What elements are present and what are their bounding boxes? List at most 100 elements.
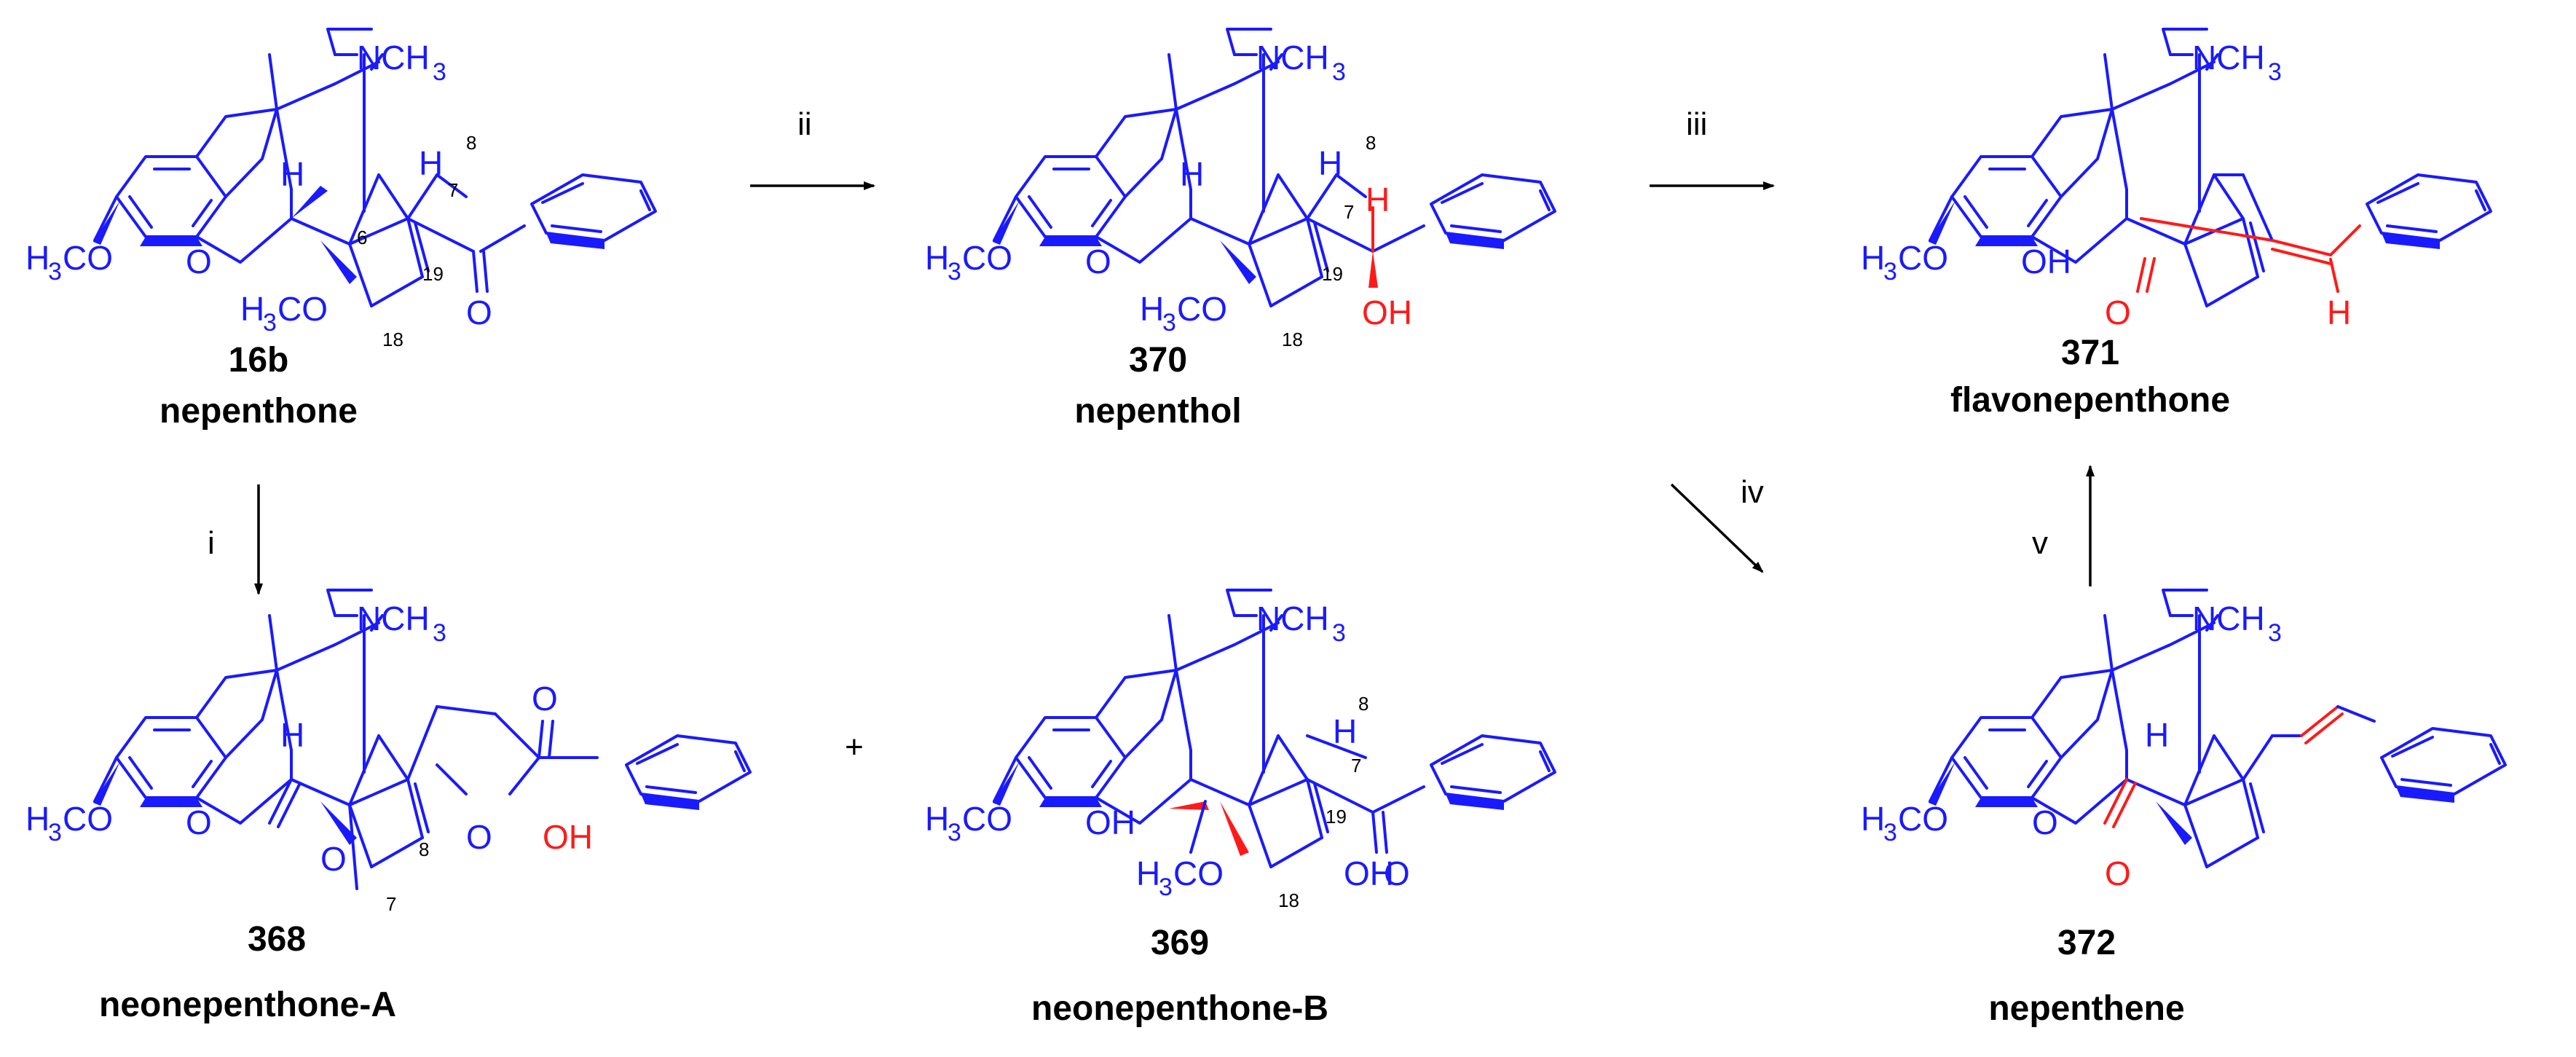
- svg-text:CO: CO: [63, 800, 113, 838]
- ring-o-368: O: [466, 818, 492, 856]
- svg-text:NCH: NCH: [1256, 600, 1329, 637]
- arrow-iv: [1670, 483, 1764, 573]
- svg-text:H: H: [240, 290, 264, 328]
- svg-text:H: H: [925, 800, 949, 838]
- atom-number-7: 7: [448, 179, 458, 201]
- h-atom-372: H: [2145, 716, 2169, 754]
- compound-id-371: 371: [2061, 334, 2119, 372]
- reagent-label-ii: ii: [797, 106, 812, 142]
- svg-text:NCH: NCH: [2192, 600, 2265, 637]
- atom-number-8: 8: [466, 132, 476, 154]
- atom-number-6: 6: [357, 227, 367, 248]
- compound-369: [991, 589, 1556, 868]
- svg-text:3: 3: [1159, 873, 1173, 901]
- svg-text:3: 3: [263, 309, 277, 337]
- ketone-o-368-benzoyl: O: [532, 680, 558, 718]
- svg-text:3: 3: [2268, 619, 2282, 647]
- compound-id-368: 368: [248, 920, 306, 959]
- atom-number-8-369: 8: [1358, 693, 1368, 715]
- svg-text:3: 3: [1883, 258, 1897, 286]
- ketone-o-369: O: [1384, 854, 1410, 892]
- h-atom-16b: H: [280, 155, 304, 193]
- compound-name-368: neonepenthone-A: [99, 986, 396, 1024]
- svg-text:H: H: [25, 800, 50, 838]
- compound-name-370: nepenthol: [1074, 392, 1241, 431]
- atom-number-19: 19: [422, 263, 444, 285]
- compound-id-16b: 16b: [229, 341, 289, 380]
- enone-o-372: O: [2105, 854, 2131, 892]
- atom-number-18: 18: [382, 329, 403, 350]
- atom-number-7-368: 7: [386, 893, 396, 915]
- svg-text:3: 3: [433, 619, 446, 647]
- reagent-label-i: i: [208, 525, 215, 561]
- hydroxyl-oh-369: OH: [1344, 854, 1394, 892]
- ring-oxygen-368: O: [186, 803, 212, 841]
- svg-text:H: H: [25, 239, 50, 277]
- hemiketal-oh-368: OH: [543, 818, 593, 856]
- plus-sign: +: [845, 729, 864, 765]
- reagent-label-iii: iii: [1686, 106, 1707, 142]
- enone-o-371: O: [2105, 294, 2131, 331]
- svg-text:CO: CO: [1177, 290, 1227, 328]
- compound-370: [991, 28, 1556, 307]
- svg-text:3: 3: [948, 819, 961, 846]
- compound-372: [1927, 589, 2507, 868]
- svg-text:CO: CO: [1173, 854, 1224, 892]
- h-atom-16b-c7: H: [419, 144, 443, 182]
- svg-text:NCH: NCH: [357, 39, 430, 76]
- svg-text:CO: CO: [962, 239, 1012, 277]
- svg-text:H: H: [1861, 239, 1885, 277]
- h-atom-370: H: [1180, 155, 1204, 193]
- svg-text:NCH: NCH: [357, 600, 430, 637]
- phenol-oh-371: OH: [2021, 243, 2071, 280]
- svg-text:3: 3: [1883, 819, 1897, 846]
- svg-text:3: 3: [1332, 619, 1346, 647]
- compound-371: [1927, 28, 2492, 307]
- atom-number-7-370: 7: [1344, 201, 1354, 223]
- carbinol-h-370: H: [1366, 181, 1390, 219]
- ring-oxygen-370: O: [1085, 243, 1111, 280]
- reagent-label-v: v: [2032, 525, 2048, 561]
- svg-text:3: 3: [48, 258, 62, 286]
- compound-id-372: 372: [2057, 924, 2116, 962]
- svg-text:NCH: NCH: [2192, 39, 2265, 76]
- hydroxyl-oh-370: OH: [1362, 294, 1412, 331]
- compound-name-369: neonepenthone-B: [1031, 989, 1328, 1028]
- reagent-label-iv: iv: [1741, 474, 1764, 510]
- ring-oxygen-372: O: [2032, 803, 2058, 841]
- svg-text:3: 3: [433, 58, 446, 86]
- svg-text:CO: CO: [1898, 239, 1948, 277]
- atom-number-8-370: 8: [1366, 132, 1376, 154]
- compound-id-370: 370: [1129, 341, 1187, 380]
- svg-text:CO: CO: [277, 290, 328, 328]
- svg-text:3: 3: [2268, 58, 2282, 86]
- compound-name-372: nepenthene: [1988, 989, 2184, 1028]
- atom-number-18-369: 18: [1278, 889, 1299, 911]
- atom-number-8-368: 8: [419, 838, 429, 860]
- compound-name-371: flavonepenthone: [1950, 381, 2230, 420]
- svg-text:3: 3: [48, 819, 62, 846]
- svg-text:CO: CO: [1898, 800, 1948, 838]
- svg-text:CO: CO: [962, 800, 1012, 838]
- phenol-oh-369: OH: [1085, 803, 1135, 841]
- svg-text:H: H: [1140, 290, 1164, 328]
- svg-text:3: 3: [948, 258, 961, 286]
- svg-text:3: 3: [1162, 309, 1176, 337]
- ring-oxygen-16b: O: [186, 243, 212, 280]
- compound-id-369: 369: [1151, 924, 1209, 962]
- atom-number-18-370: 18: [1282, 329, 1303, 350]
- atom-number-19-369: 19: [1326, 806, 1347, 828]
